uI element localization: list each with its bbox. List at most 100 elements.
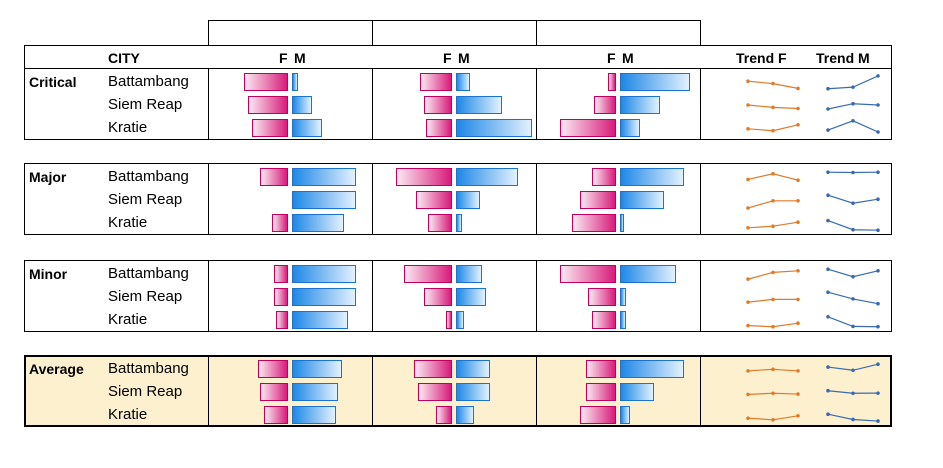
minor-severity-label: Minor — [29, 266, 68, 282]
minor-kratie-trend-f-point-1 — [746, 323, 750, 328]
average-kratie-p2-male-bar — [456, 406, 474, 424]
critical-siem-reap-trend-f-point-2 — [771, 105, 775, 110]
major-siem-reap-trend-m-sparkline — [826, 193, 880, 205]
major-battambang-trend-f-sparkline — [746, 172, 800, 182]
critical-battambang-trend-m-point-1 — [826, 86, 830, 91]
minor-kratie-trend-m-sparkline — [826, 315, 880, 329]
critical-kratie-p1-female-bar — [252, 119, 288, 137]
average-siem-reap-trend-m-point-3 — [876, 391, 880, 395]
average-severity-label: Average — [29, 361, 84, 377]
average-city-label-kratie: Kratie — [108, 406, 148, 423]
period-1-m-label: M — [294, 50, 306, 66]
major-kratie-trend-m-point-2 — [851, 227, 855, 232]
minor-city-label-battambang: Battambang — [108, 265, 189, 282]
minor-battambang-trend-m-point-3 — [876, 269, 880, 273]
major-battambang-trend-f-point-2 — [771, 172, 775, 176]
minor-battambang-trend-f-sparkline — [746, 269, 800, 281]
critical-bars-box — [208, 68, 701, 140]
average-siem-reap-trend-f-sparkline — [746, 391, 800, 397]
average-battambang-p2-male-bar — [456, 360, 490, 378]
minor-siem-reap-trend-m-point-1 — [826, 290, 830, 294]
major-siem-reap-trend-m-point-3 — [876, 197, 880, 201]
major-siem-reap-trend-f-point-3 — [796, 199, 800, 203]
critical-battambang-trend-m-point-2 — [851, 85, 855, 89]
major-siem-reap-trend-m-point-1 — [826, 193, 830, 197]
major-battambang-trend-m-point-3 — [876, 170, 880, 174]
average-siem-reap-p3-female-bar — [586, 383, 616, 401]
minor-battambang-trend-m-point-2 — [851, 274, 855, 279]
minor-siem-reap-p3-male-bar — [620, 288, 627, 306]
minor-kratie-p2-male-bar — [456, 311, 464, 329]
minor-kratie-trend-f-sparkline — [746, 321, 800, 329]
average-kratie-p3-female-bar — [580, 406, 616, 424]
minor-kratie-trend-m-point-2 — [851, 324, 855, 329]
critical-battambang-trend-m-point-3 — [876, 74, 880, 78]
average-battambang-trend-f-point-2 — [771, 367, 775, 372]
major-battambang-trend-f-point-3 — [796, 178, 800, 182]
average-kratie-trend-m-point-2 — [851, 417, 855, 422]
average-battambang-trend-f-sparkline — [746, 367, 800, 373]
critical-kratie-trend-f-point-2 — [771, 128, 775, 133]
major-battambang-p2-male-bar — [456, 168, 519, 186]
minor-bars-box — [208, 260, 701, 332]
minor-battambang-trend-m-point-1 — [826, 267, 830, 271]
average-siem-reap-p2-male-bar — [456, 383, 490, 401]
critical-kratie-trend-m-point-1 — [826, 128, 830, 132]
critical-kratie-trend-f-point-3 — [796, 123, 800, 127]
minor-siem-reap-p2-male-bar — [456, 288, 487, 306]
critical-kratie-p3-male-bar — [620, 119, 640, 137]
period-header-box-2 — [372, 20, 537, 46]
major-kratie-trend-m-point-3 — [876, 228, 880, 232]
major-kratie-trend-m-point-1 — [826, 218, 830, 223]
major-siem-reap-trend-f-point-2 — [771, 199, 775, 203]
trend-m-header: Trend M — [816, 50, 870, 66]
critical-siem-reap-p2-male-bar — [456, 96, 503, 114]
average-period-divider-2 — [372, 355, 373, 427]
critical-kratie-trend-m-sparkline — [826, 119, 880, 134]
critical-city-label-kratie: Kratie — [108, 119, 148, 136]
critical-kratie-p3-female-bar — [560, 119, 616, 137]
major-siem-reap-p1-male-bar — [292, 191, 356, 209]
minor-battambang-p1-male-bar — [292, 265, 356, 283]
minor-siem-reap-trend-m-point-3 — [876, 301, 880, 306]
major-period-divider-2 — [372, 163, 373, 235]
critical-siem-reap-trend-m-sparkline — [826, 101, 880, 111]
minor-battambang-trend-f-point-2 — [771, 270, 775, 275]
average-city-label-battambang: Battambang — [108, 360, 189, 377]
critical-battambang-trend-f-point-1 — [746, 79, 750, 83]
major-city-label-kratie: Kratie — [108, 214, 148, 231]
average-siem-reap-trend-f-point-2 — [771, 391, 775, 396]
critical-siem-reap-p1-female-bar — [248, 96, 288, 114]
critical-battambang-p2-female-bar — [420, 73, 452, 91]
average-kratie-trend-m-point-1 — [826, 412, 830, 416]
average-siem-reap-trend-f-point-1 — [746, 392, 750, 397]
minor-siem-reap-p2-female-bar — [424, 288, 452, 306]
average-siem-reap-trend-m-point-1 — [826, 388, 830, 393]
critical-kratie-p1-male-bar — [292, 119, 322, 137]
critical-city-label-battambang: Battambang — [108, 73, 189, 90]
critical-siem-reap-trend-f-point-3 — [796, 106, 800, 111]
critical-kratie-trend-f-sparkline — [746, 123, 800, 133]
average-kratie-p1-male-bar — [292, 406, 336, 424]
average-battambang-trend-f-point-3 — [796, 369, 800, 373]
minor-siem-reap-trend-f-point-1 — [746, 300, 750, 304]
period-2-m-label: M — [458, 50, 470, 66]
major-kratie-p1-female-bar — [272, 214, 288, 232]
major-battambang-p1-female-bar — [260, 168, 288, 186]
minor-kratie-p1-male-bar — [292, 311, 348, 329]
average-siem-reap-trend-m-point-2 — [851, 391, 855, 396]
average-siem-reap-p3-male-bar — [620, 383, 655, 401]
minor-kratie-p3-male-bar — [620, 311, 627, 329]
minor-kratie-p2-female-bar — [445, 311, 452, 329]
average-battambang-trend-m-point-1 — [826, 365, 830, 369]
critical-siem-reap-trend-m-point-3 — [876, 103, 880, 107]
minor-period-divider-3 — [536, 260, 537, 332]
average-battambang-trend-f-point-1 — [746, 369, 750, 373]
period-2-f-label: F — [443, 50, 452, 66]
average-battambang-trend-m-sparkline — [826, 362, 880, 373]
minor-battambang-p3-male-bar — [620, 265, 676, 283]
average-battambang-p3-male-bar — [620, 360, 684, 378]
critical-kratie-trend-m-point-3 — [876, 130, 880, 134]
minor-battambang-p2-male-bar — [456, 265, 483, 283]
minor-battambang-p2-female-bar — [404, 265, 452, 283]
